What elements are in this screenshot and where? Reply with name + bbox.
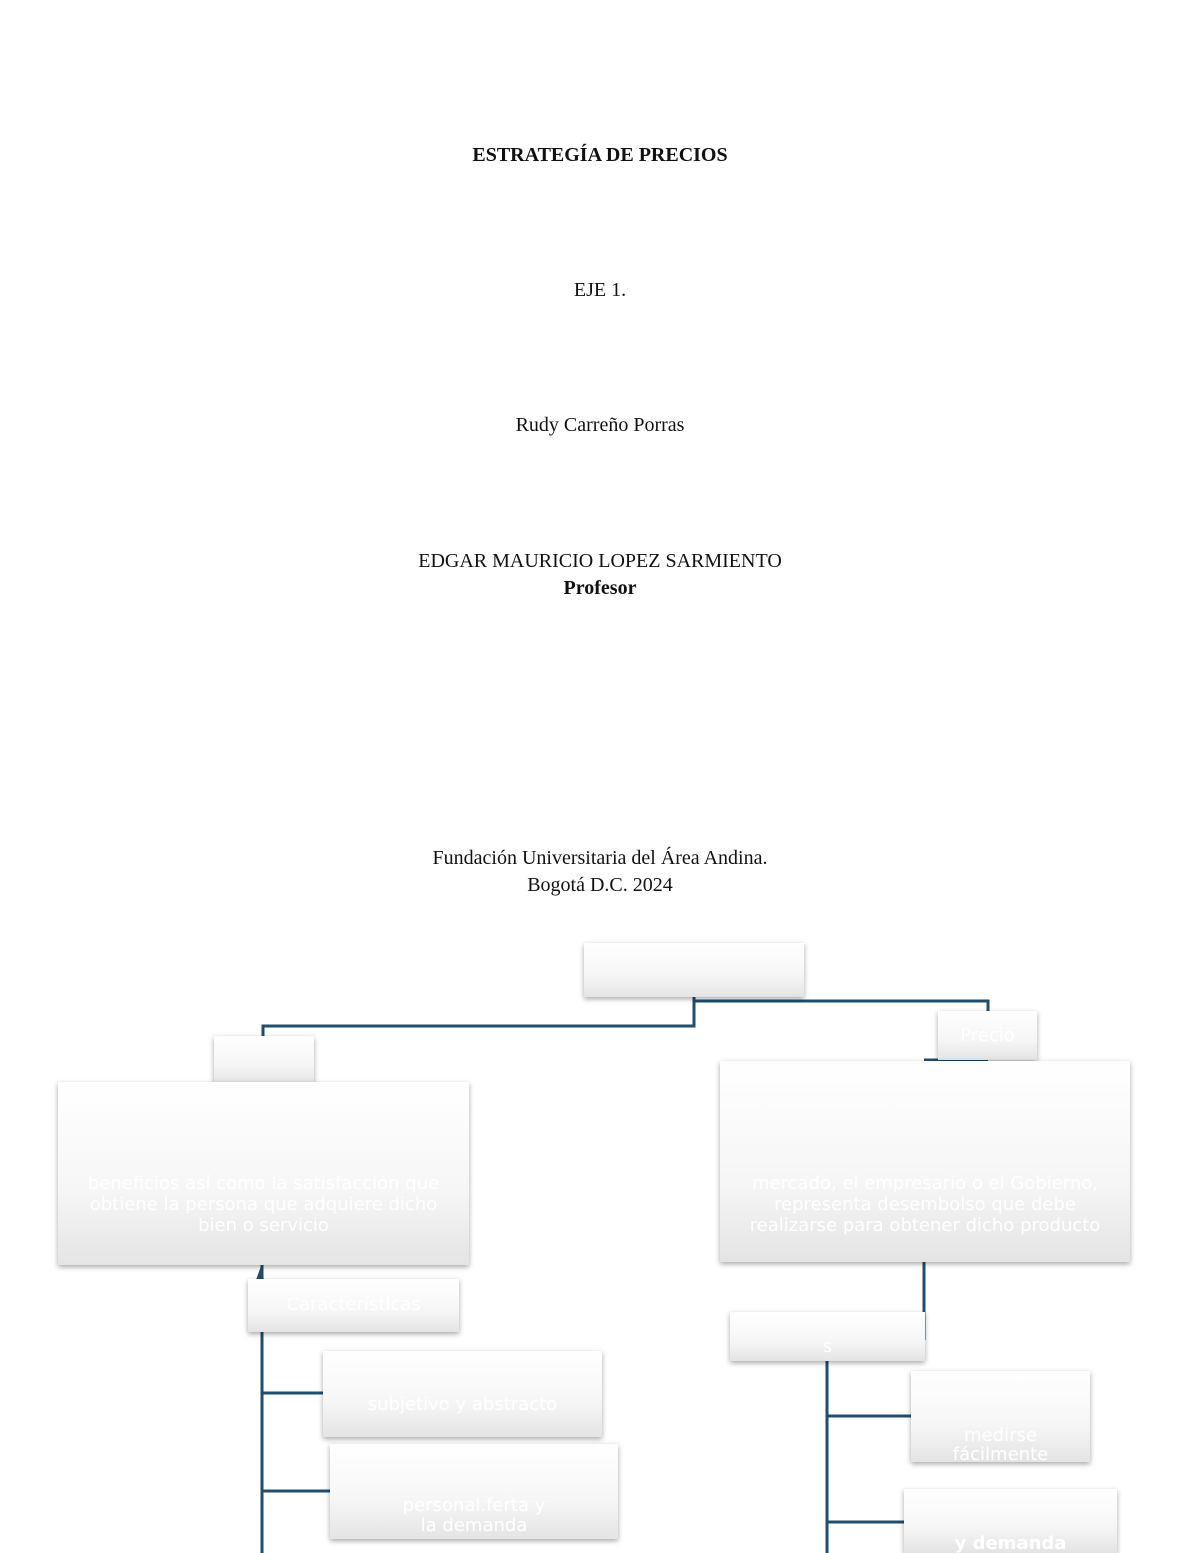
connector-root-left	[261, 996, 696, 1037]
left-item2-box: personal.ferta y la demanda	[330, 1444, 618, 1539]
professor-name: EDGAR MAURICIO LOPEZ SARMIENTO	[418, 550, 782, 572]
right-item1-line1: medirse	[964, 1425, 1037, 1446]
left-description-line3: bien o servicio	[198, 1215, 329, 1236]
right-description-box: mercado, el empresario o el Gobierno, re…	[720, 1061, 1130, 1262]
right-description-line1: mercado, el empresario o el Gobierno,	[751, 1173, 1099, 1194]
right-sub-label: s	[822, 1336, 833, 1357]
right-description-line2: representa desembolso que debe	[774, 1194, 1076, 1215]
document-title: ESTRATEGÍA DE PRECIOS	[472, 144, 728, 166]
left-description-line2: obtiene la persona que adquiere dicho	[89, 1194, 438, 1215]
root-concept-box	[584, 943, 804, 997]
right-item1-box: medirse fácilmente	[911, 1371, 1090, 1462]
left-sub-label: Características	[286, 1294, 421, 1315]
right-item1-line2: fácilmente	[952, 1444, 1049, 1463]
right-description-line3: realizarse para obtener dicho producto	[749, 1215, 1101, 1236]
right-top-label-box: Precio	[938, 1011, 1037, 1060]
right-item2-text: y demanda	[954, 1533, 1067, 1553]
place-year: Bogotá D.C. 2024	[527, 874, 673, 896]
right-top-label: Precio	[960, 1025, 1015, 1046]
left-item2-line2: la demanda	[420, 1515, 528, 1536]
arrow-head-icon	[256, 1266, 264, 1280]
author-name: Rudy Carreño Porras	[515, 414, 685, 436]
left-item1-box: subjetivo y abstracto	[323, 1351, 602, 1437]
left-sub-label-box: Características	[248, 1279, 459, 1332]
right-item2-box: y demanda	[904, 1489, 1117, 1553]
institution-name: Fundación Universitaria del Área Andina.	[432, 847, 768, 869]
connector-root-right	[694, 999, 990, 1012]
left-description-line1: beneficios así como la satisfacción que	[87, 1173, 440, 1194]
professor-role: Profesor	[563, 577, 637, 599]
document-subtitle: EJE 1.	[573, 279, 627, 301]
left-item2-line1: personal.ferta y	[402, 1495, 546, 1516]
left-item1-text: subjetivo y abstracto	[367, 1394, 558, 1415]
left-branch-label-box	[214, 1036, 314, 1084]
left-description-box: beneficios así como la satisfacción que …	[58, 1082, 469, 1265]
right-sub-label-box: s	[730, 1312, 925, 1361]
